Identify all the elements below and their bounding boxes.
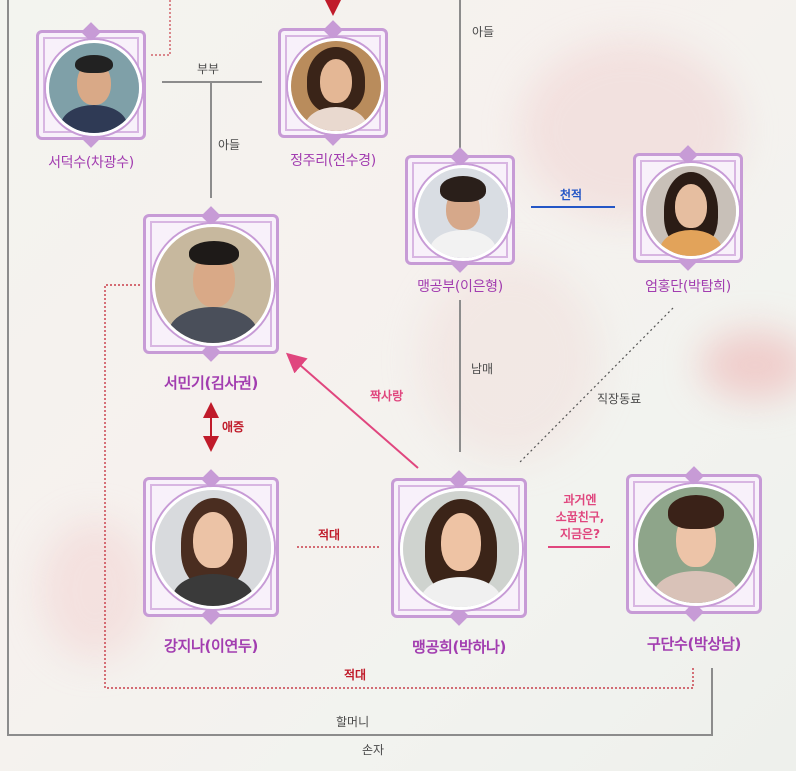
label-jeokdae-mid: 적대 (318, 528, 341, 542)
name-eomhongdan: 엄홍단(박탐희) (645, 279, 731, 295)
label-jjaksarang: 짝사랑 (370, 389, 404, 403)
label-jeokdae-bottom: 적대 (344, 668, 367, 682)
portrait-maenggongbu (415, 165, 511, 261)
petal-decoration (700, 330, 796, 400)
portrait-seodeoksu (46, 40, 142, 136)
portrait-kangjina (152, 487, 274, 609)
petal-decoration (420, 260, 600, 460)
label-aejeung: 애증 (222, 420, 245, 434)
label-nammae: 남매 (471, 362, 494, 376)
name-gudansu: 구단수(박상남) (646, 635, 742, 653)
portrait-maenggonghui (400, 488, 522, 610)
portrait-gudansu (635, 484, 757, 606)
label-adeul-left: 아들 (218, 138, 241, 152)
label-bubu: 부부 (197, 62, 220, 76)
portrait-seomingi (152, 224, 274, 346)
label-sonja: 손자 (362, 743, 385, 757)
name-seomingi: 서민기(김사권) (163, 374, 259, 392)
petal-decoration (40, 520, 150, 660)
portrait-eomhongdan (643, 163, 739, 259)
label-halmeoni: 할머니 (336, 715, 370, 729)
label-friend-line2: 소꿉친구, (555, 510, 605, 524)
name-seodeoksu: 서덕수(차광수) (48, 155, 134, 171)
name-maenggongbu: 맹공부(이은형) (417, 279, 503, 295)
label-friend-line3: 지금은? (559, 527, 601, 541)
label-adeul-top: 아들 (472, 25, 495, 39)
name-kangjina: 강지나(이연두) (163, 637, 259, 655)
label-friend: 과거엔 소꿉친구, 지금은? (545, 492, 615, 543)
portrait-jeongjuri (288, 38, 384, 134)
label-cheonjeok: 천적 (560, 188, 583, 202)
label-friend-line1: 과거엔 (563, 493, 597, 507)
name-maenggonghui: 맹공희(박하나) (411, 638, 507, 656)
name-jeongjuri: 정주리(전수경) (290, 153, 376, 169)
label-jikjang: 직장동료 (597, 392, 642, 406)
